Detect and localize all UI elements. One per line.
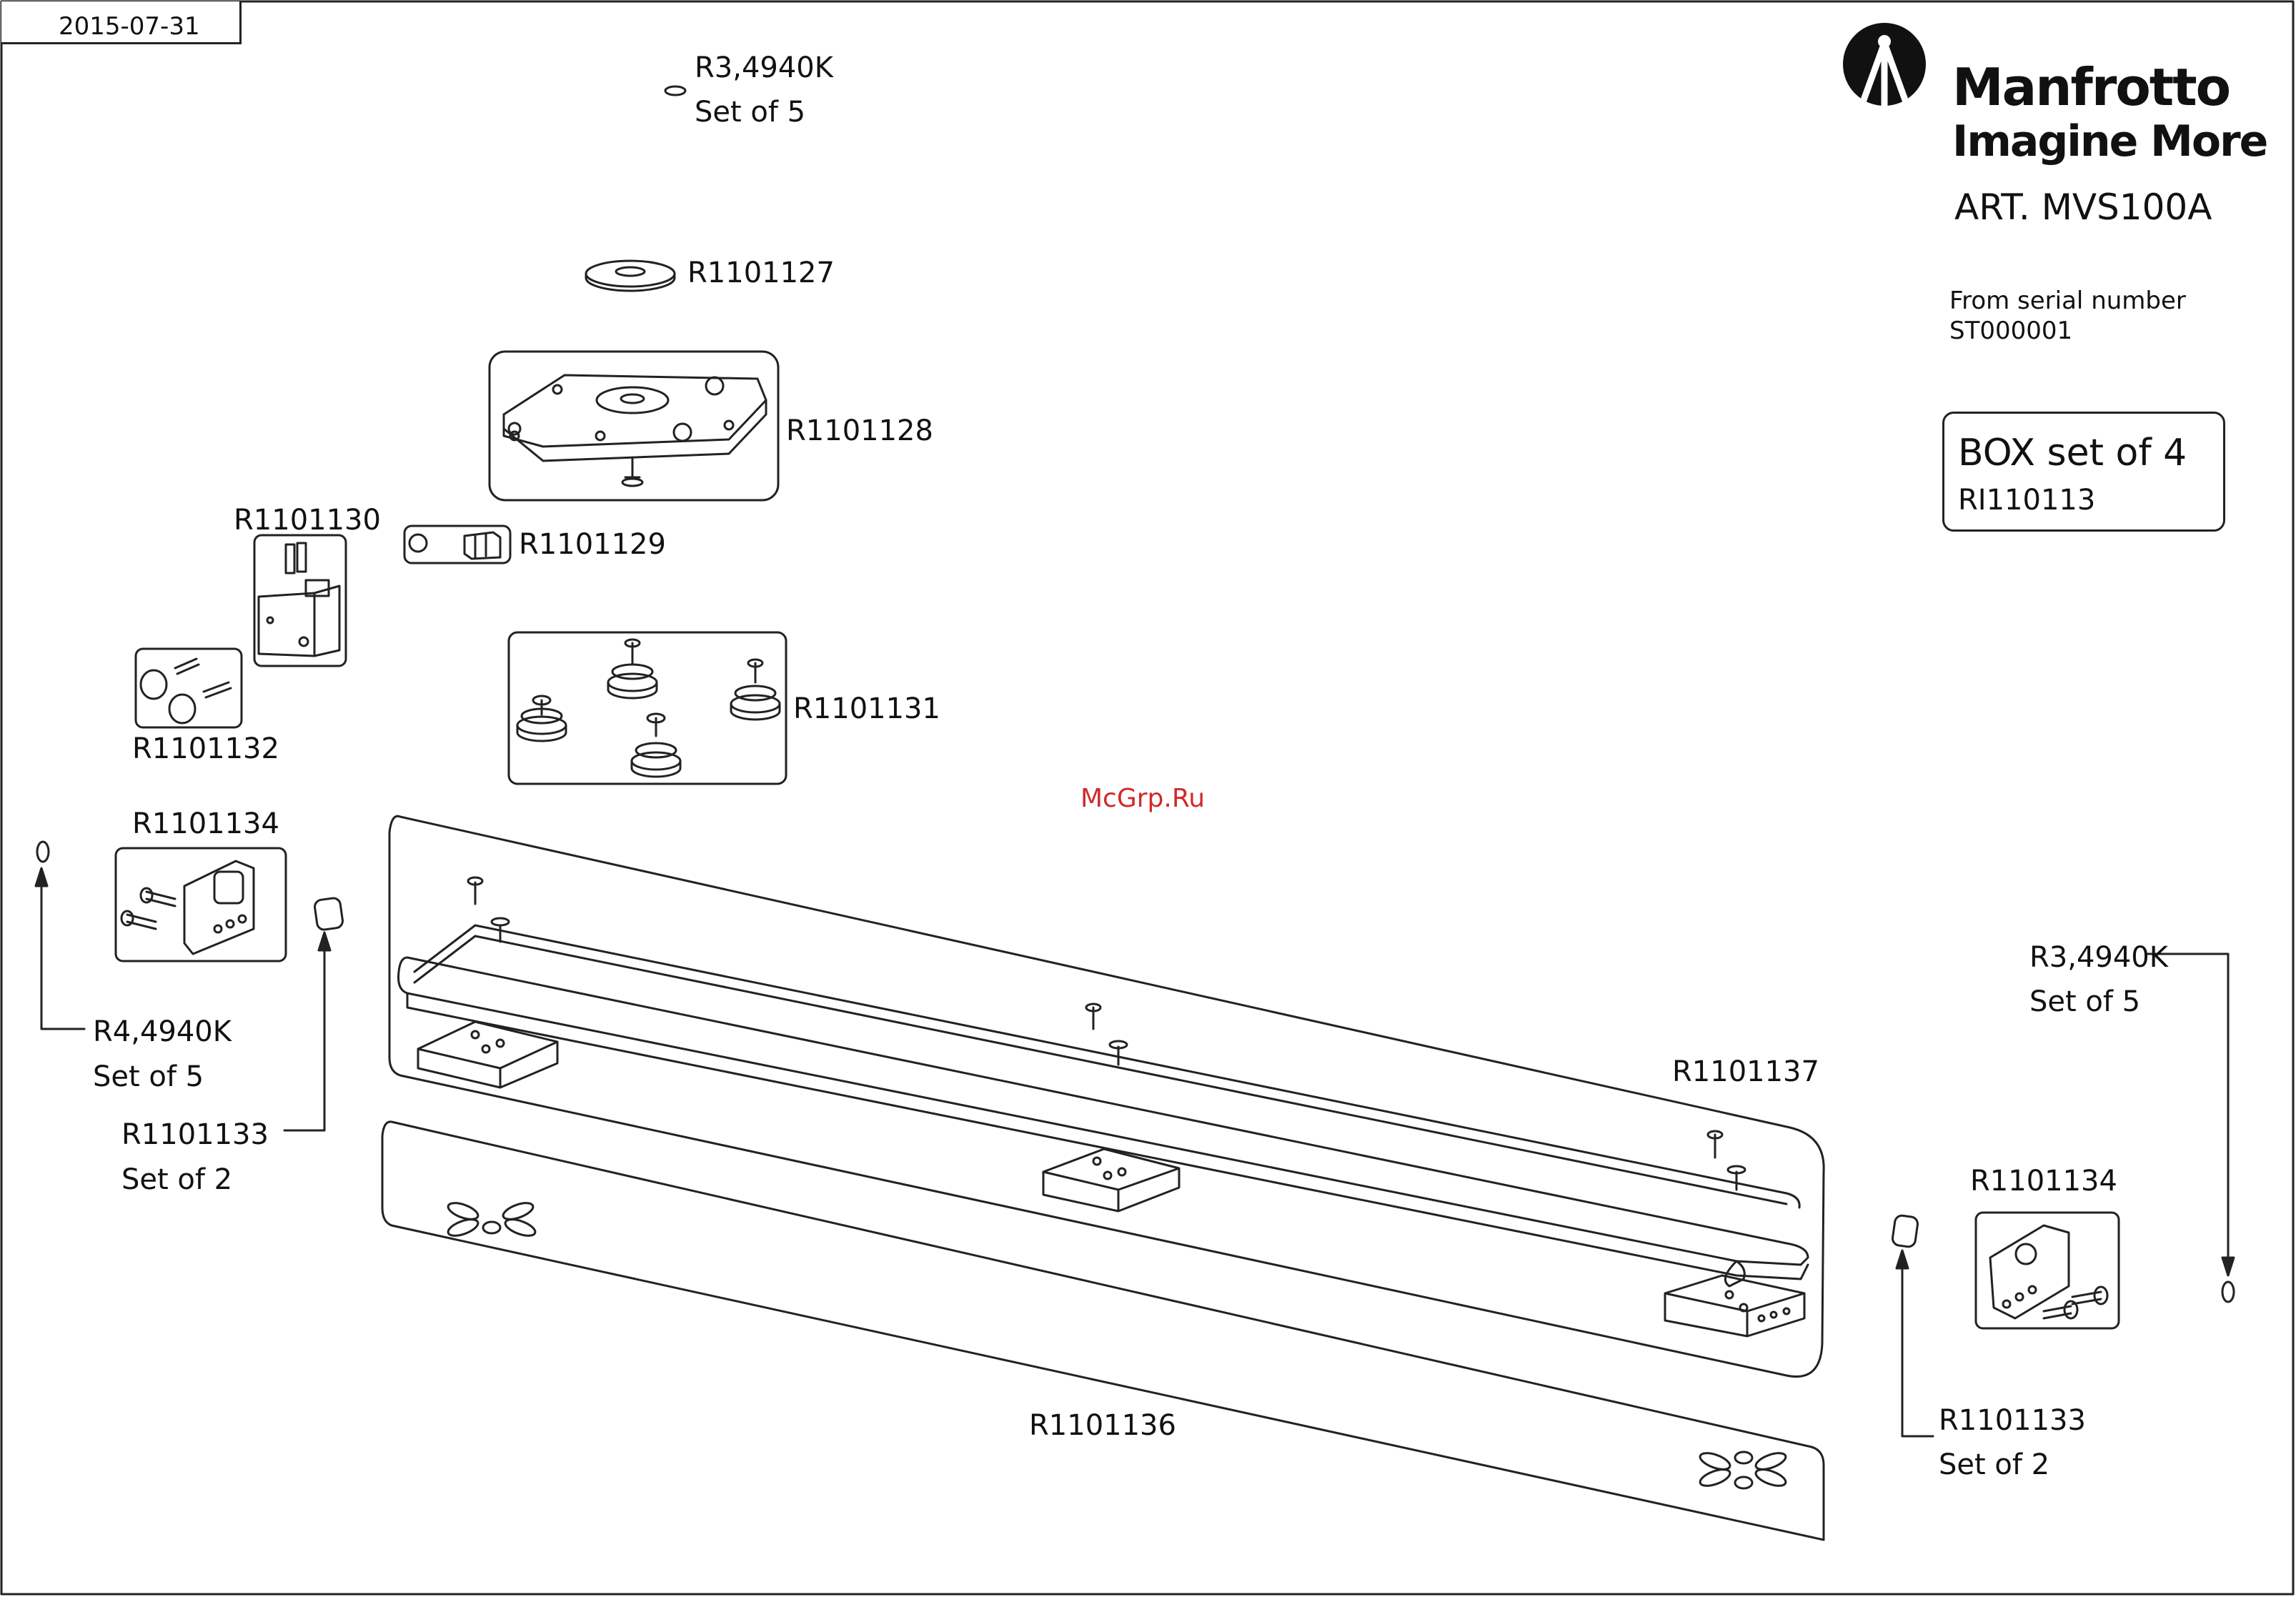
pad-left-code: R1101133 bbox=[121, 1120, 269, 1149]
base-rail-code: R1101136 bbox=[1029, 1411, 1176, 1440]
pad-left-drawing bbox=[284, 897, 344, 1130]
lock-small-code: R1101129 bbox=[519, 530, 666, 559]
lock-block-drawing bbox=[254, 535, 346, 666]
knob-screws-drawing bbox=[136, 649, 242, 727]
pad-right-qty: Set of 2 bbox=[1939, 1451, 2049, 1479]
washer-left-drawing bbox=[36, 842, 84, 1029]
knob-screws-code: R1101132 bbox=[132, 735, 279, 763]
base-feet-left bbox=[446, 1200, 537, 1239]
rollers-code: R1101131 bbox=[793, 695, 940, 723]
serial-number: ST000001 bbox=[1949, 319, 2072, 343]
washer-right-drawing bbox=[2147, 954, 2234, 1302]
washer-left-code: R4,4940K bbox=[93, 1018, 232, 1046]
washer-top-drawing bbox=[665, 86, 685, 95]
lock-small-drawing bbox=[404, 526, 510, 563]
serial-label: From serial number bbox=[1949, 289, 2186, 313]
brand-name: Manfrotto bbox=[1952, 57, 2230, 117]
pad-left-qty: Set of 2 bbox=[121, 1165, 232, 1194]
watermark: McGrp.Ru bbox=[1080, 786, 1205, 812]
washer-big-code: R1101127 bbox=[687, 259, 835, 287]
box-code: RI110113 bbox=[1958, 486, 2095, 514]
base-rail-drawing bbox=[382, 1122, 1824, 1540]
end-cap-left-drawing bbox=[116, 848, 286, 961]
rollers-drawing bbox=[509, 632, 786, 784]
end-cap-left-code: R1101134 bbox=[132, 810, 279, 838]
lock-block-code: R1101130 bbox=[234, 506, 381, 534]
rail-code: R1101137 bbox=[1672, 1058, 1819, 1086]
brand-tagline: Imagine More bbox=[1952, 116, 2267, 166]
rail-assembly-drawing bbox=[389, 816, 1824, 1376]
washer-right-code: R3,4940K bbox=[2029, 943, 2168, 972]
date-label: 2015-07-31 bbox=[59, 14, 200, 39]
article-number: ART. MVS100A bbox=[1954, 189, 2212, 225]
box-title: BOX set of 4 bbox=[1958, 434, 2187, 472]
base-feet-right bbox=[1698, 1450, 1788, 1489]
washer-left-qty: Set of 5 bbox=[93, 1063, 204, 1091]
washer-right-qty: Set of 5 bbox=[2029, 987, 2140, 1016]
big-washer-drawing bbox=[586, 261, 675, 291]
pad-right-drawing bbox=[1892, 1215, 1933, 1436]
washer-top-qty: Set of 5 bbox=[695, 98, 805, 126]
plate-drawing bbox=[489, 352, 778, 500]
manfrotto-logo-icon bbox=[1843, 23, 1926, 106]
end-cap-right-drawing bbox=[1976, 1213, 2119, 1328]
pad-right-code: R1101133 bbox=[1939, 1406, 2086, 1435]
end-cap-right-code: R1101134 bbox=[1970, 1167, 2117, 1195]
washer-top-code: R3,4940K bbox=[695, 54, 833, 82]
plate-code: R1101128 bbox=[786, 417, 933, 445]
